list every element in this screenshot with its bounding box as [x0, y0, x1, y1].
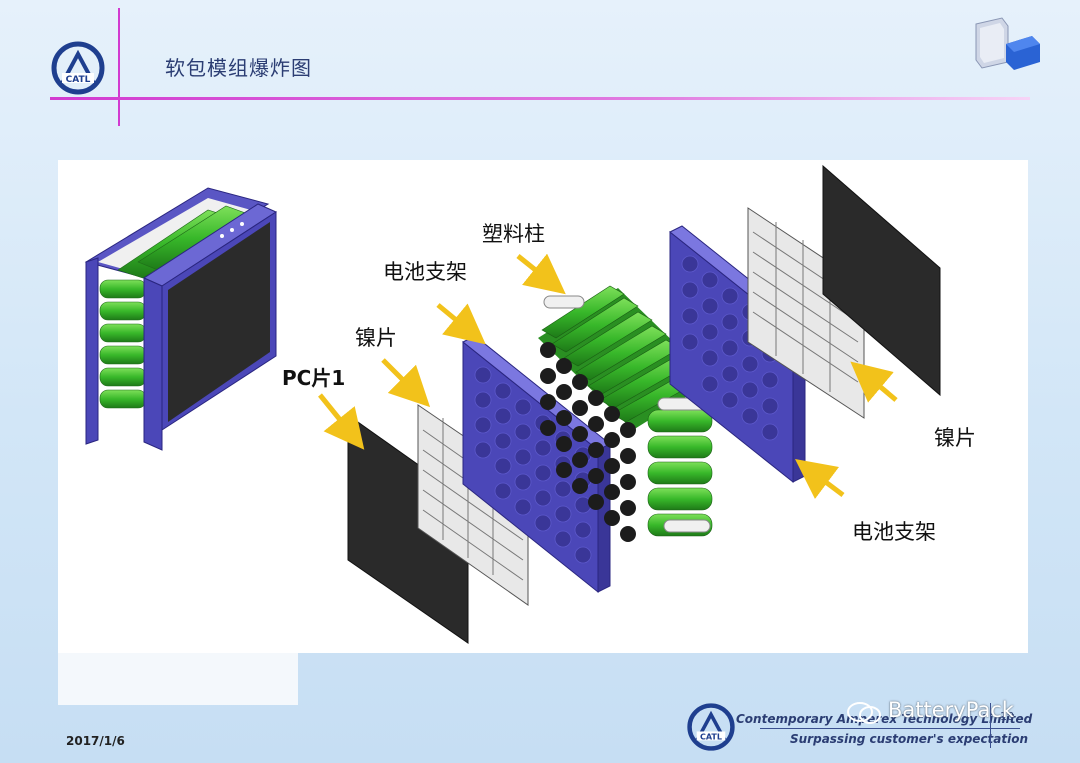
pc-sheet-right — [822, 164, 941, 397]
assembled-module — [84, 187, 278, 451]
cell-stack — [538, 285, 713, 542]
header-horizontal-line — [50, 97, 1030, 100]
company-name: Contemporary Amperex Technology Limited — [736, 712, 1033, 726]
company-tagline: Surpassing customer's expectation — [790, 732, 1029, 746]
page-number: 18 — [1000, 710, 1014, 723]
label-nickel-left: 镍片 — [355, 326, 397, 350]
catl-footer-logo-icon: CATL — [687, 703, 735, 751]
footer-vertical-line — [990, 703, 991, 748]
catl-logo-icon: CATL — [51, 41, 105, 95]
label-nickel-right: 镍片 — [934, 426, 976, 450]
label-battery-holder-top: 电池支架 — [383, 260, 467, 284]
slide-title: 软包模组爆炸图 — [165, 56, 312, 80]
watermark-text: BatteryPack — [888, 698, 1015, 722]
footer-divider — [760, 728, 1020, 729]
svg-text:CATL: CATL — [66, 75, 91, 85]
nickel-strip-right — [747, 207, 865, 419]
svg-text:CATL: CATL — [700, 733, 722, 742]
exploded-diagram — [84, 164, 941, 644]
plastic-post-top — [543, 295, 585, 309]
label-pc-sheet: PC片1 — [282, 366, 346, 390]
label-plastic-post: 塑料柱 — [482, 222, 545, 246]
label-battery-holder-bottom: 电池支架 — [852, 520, 936, 544]
battery-cells-icon — [975, 17, 1040, 70]
slide-date: 2017/1/6 — [66, 734, 125, 748]
wechat-icon — [847, 702, 881, 724]
callout-arrows — [318, 253, 898, 499]
header-vertical-line — [118, 8, 120, 126]
